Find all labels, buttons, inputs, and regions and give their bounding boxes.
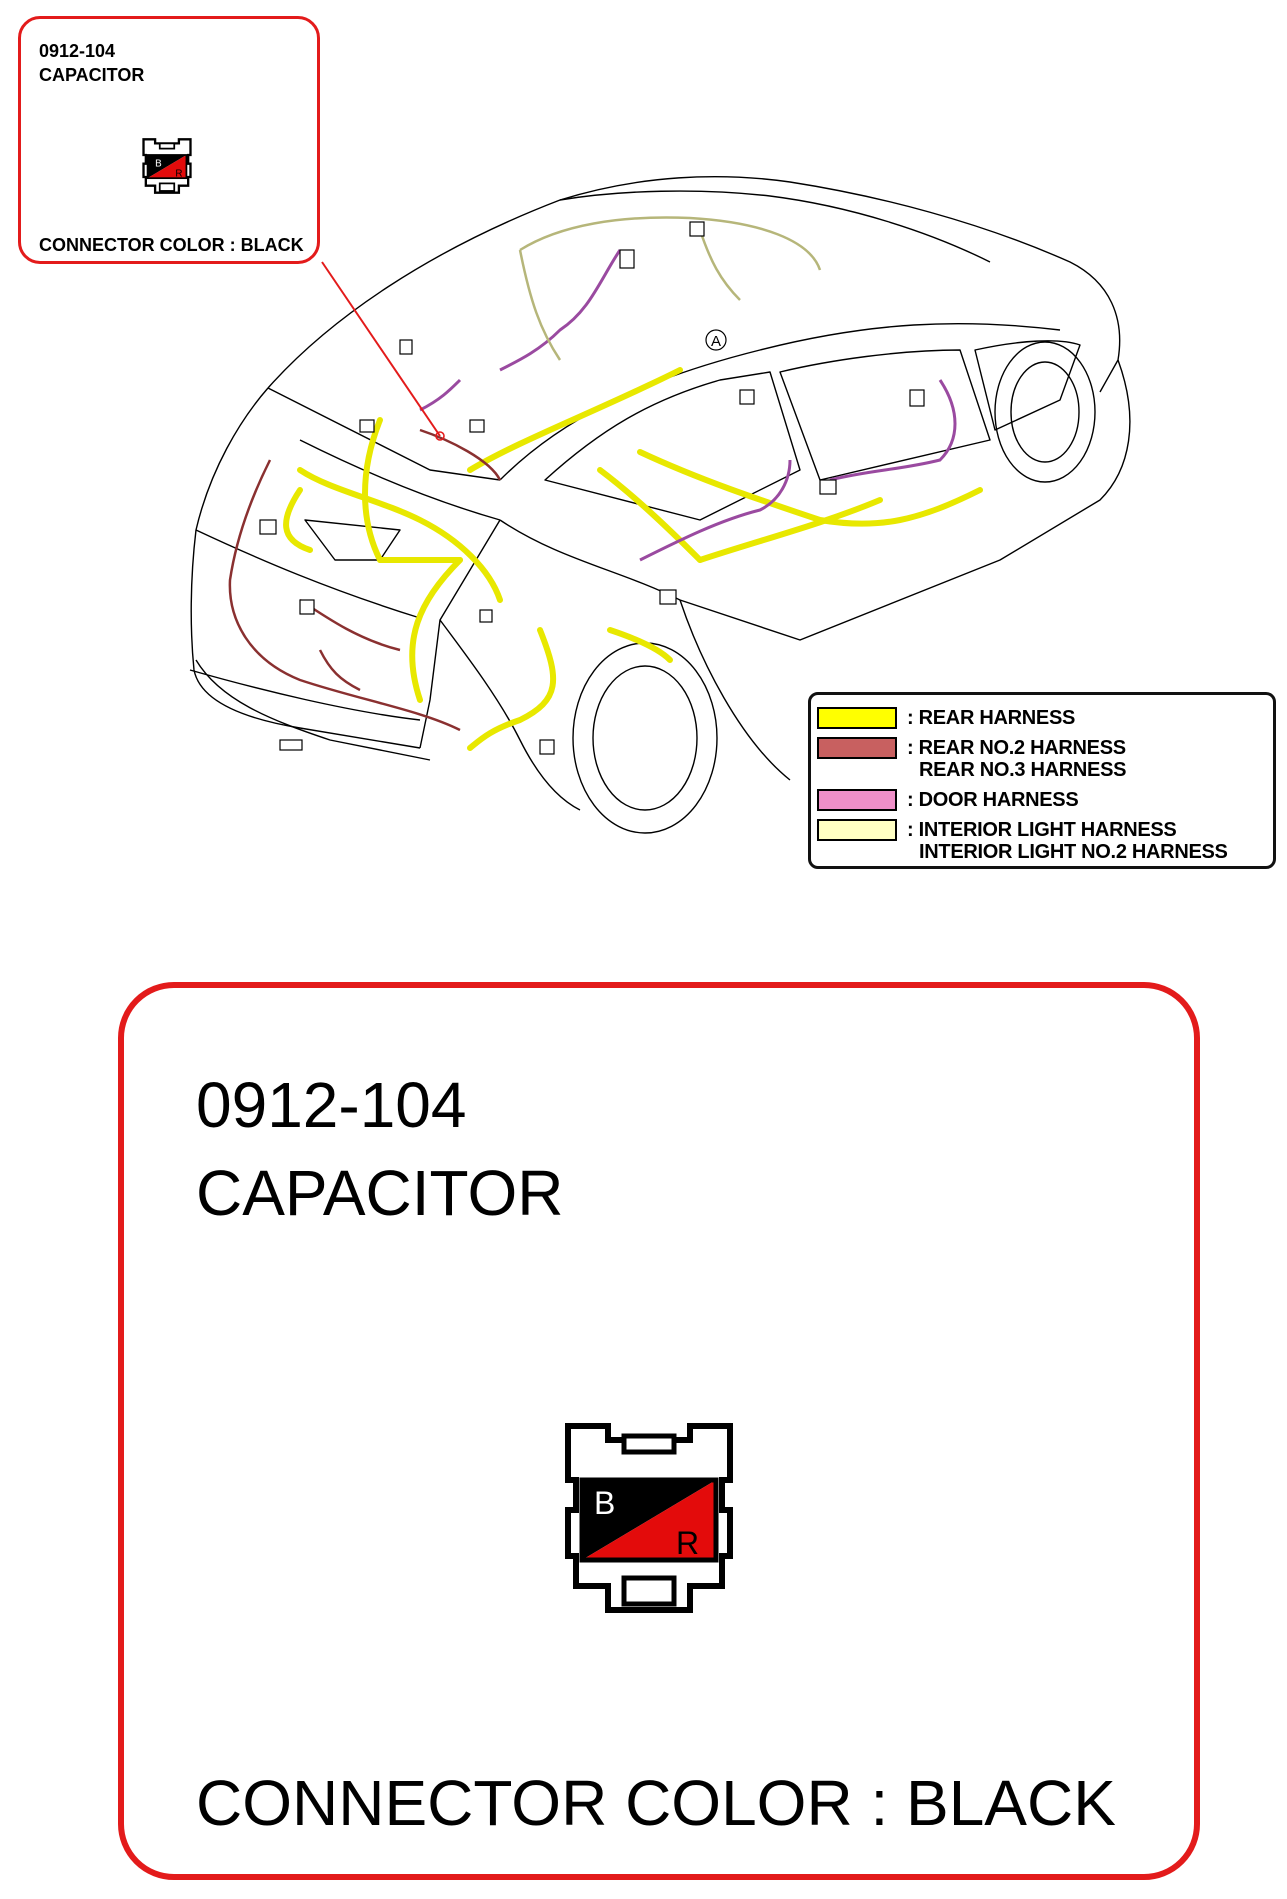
pin-r-label: R (175, 168, 182, 179)
callout-leader-line (321, 261, 441, 437)
connector-blocks (259, 221, 925, 755)
legend-label: : DOOR HARNESS (907, 789, 1079, 811)
door-harness-wires (419, 249, 957, 562)
interior-light-harness-wires (518, 216, 822, 361)
legend-swatch (817, 707, 897, 729)
legend-label: : REAR HARNESS (907, 707, 1076, 729)
rear-harness-wires (283, 367, 983, 751)
connector-color-label-large: CONNECTOR COLOR : BLACK (196, 1767, 1116, 1839)
vehicle-wiring-drawing: A (189, 176, 1131, 834)
legend-swatch (817, 737, 897, 759)
marker-a-label: A (711, 333, 721, 350)
legend-swatch (817, 819, 897, 841)
callout-target-marker (435, 431, 445, 441)
connector-color-label: CONNECTOR COLOR : BLACK (39, 235, 304, 255)
legend-swatch (817, 789, 897, 811)
pin-r-label: R (676, 1525, 699, 1561)
connector-name: CAPACITOR (39, 65, 145, 85)
pin-b-label: B (594, 1485, 615, 1521)
car-body-outline (189, 176, 1131, 834)
marker-a: A (705, 329, 727, 351)
small-connector-icon: B R (142, 138, 192, 194)
connector-code-large: 0912-104 (196, 1069, 467, 1141)
small-connector-callout: 0912-104 CAPACITOR B R CONNECTOR COLOR :… (18, 16, 320, 264)
large-connector-callout: 0912-104 CAPACITOR B R CONNECTOR COLOR :… (118, 982, 1200, 1880)
large-connector-icon: B R (565, 1423, 733, 1613)
pin-b-label: B (155, 159, 162, 170)
connector-name-large: CAPACITOR (196, 1157, 564, 1229)
connector-code: 0912-104 (39, 41, 116, 61)
